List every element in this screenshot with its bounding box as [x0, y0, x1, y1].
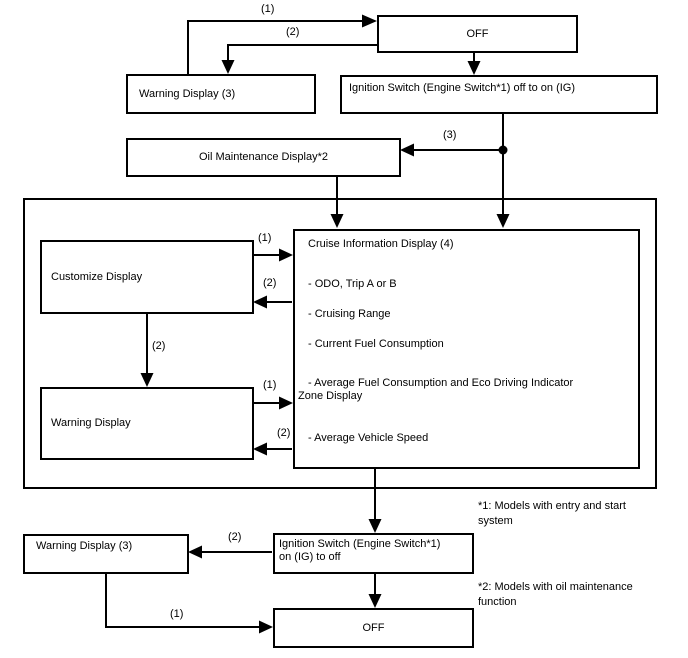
node-off-bottom: OFF — [273, 608, 474, 648]
cruise-item-average-fuel-eco: - Average Fuel Consumption and Eco Drivi… — [298, 377, 574, 402]
arrowhead-into-oil — [400, 143, 414, 157]
cruise-item-average-speed: - Average Vehicle Speed — [308, 432, 429, 444]
node-customize-display: Customize Display — [40, 240, 254, 314]
cluster-display-group-box — [23, 198, 657, 489]
arrowhead-into-off-bottom-left — [259, 620, 273, 634]
edge-label-warning-in-1: (1) — [263, 379, 277, 391]
node-ignition-switch-off-to-on: Ignition Switch (Engine Switch*1) off to… — [340, 75, 658, 114]
node-off-top: OFF — [377, 15, 578, 53]
junction-dot — [498, 145, 508, 155]
node-warning-display-middle: Warning Display — [40, 387, 254, 460]
edge-label-bottom-2: (2) — [228, 531, 242, 543]
arrowhead-into-off-bottom-top — [368, 594, 382, 608]
arrowhead-into-off-top — [362, 14, 377, 28]
edge-off-to-warning-top — [227, 44, 377, 61]
arrowhead-into-warning-top — [221, 60, 235, 74]
cruise-item-cruising-range: - Cruising Range — [308, 308, 391, 320]
edge-warning-top-to-off — [187, 20, 362, 74]
edge-label-warning-out-2: (2) — [277, 427, 291, 439]
node-ignition-switch-on-to-off: Ignition Switch (Engine Switch*1) on (IG… — [273, 533, 474, 574]
arrowhead-into-ignition-off — [368, 519, 382, 533]
node-cruise-information-display: Cruise Information Display (4) - ODO, Tr… — [293, 229, 640, 469]
cruise-item-odo: - ODO, Trip A or B — [308, 278, 397, 290]
edge-label-top-1: (1) — [261, 3, 275, 15]
arrowhead-into-ignition-on — [467, 61, 481, 75]
node-warning-display-top: Warning Display (3) — [126, 74, 316, 114]
edge-label-top-2: (2) — [286, 26, 300, 38]
edge-label-oil-3: (3) — [443, 129, 457, 141]
footnote-oil-maintenance: *2: Models with oil maintenance function — [478, 581, 633, 608]
cruise-item-current-fuel: - Current Fuel Consumption — [308, 338, 444, 350]
cruise-display-title: Cruise Information Display (4) — [308, 238, 454, 250]
edge-label-customize-in-1: (1) — [258, 232, 272, 244]
footnote-entry-start-system: *1: Models with entry and start system — [478, 500, 626, 527]
edge-label-customize-down-2: (2) — [152, 340, 166, 352]
node-oil-maintenance-display: Oil Maintenance Display*2 — [126, 138, 401, 177]
edge-label-bottom-1: (1) — [170, 608, 184, 620]
edge-label-customize-out-2: (2) — [263, 277, 277, 289]
arrowhead-into-warning-bottom — [188, 545, 202, 559]
node-warning-display-bottom: Warning Display (3) — [23, 534, 189, 574]
